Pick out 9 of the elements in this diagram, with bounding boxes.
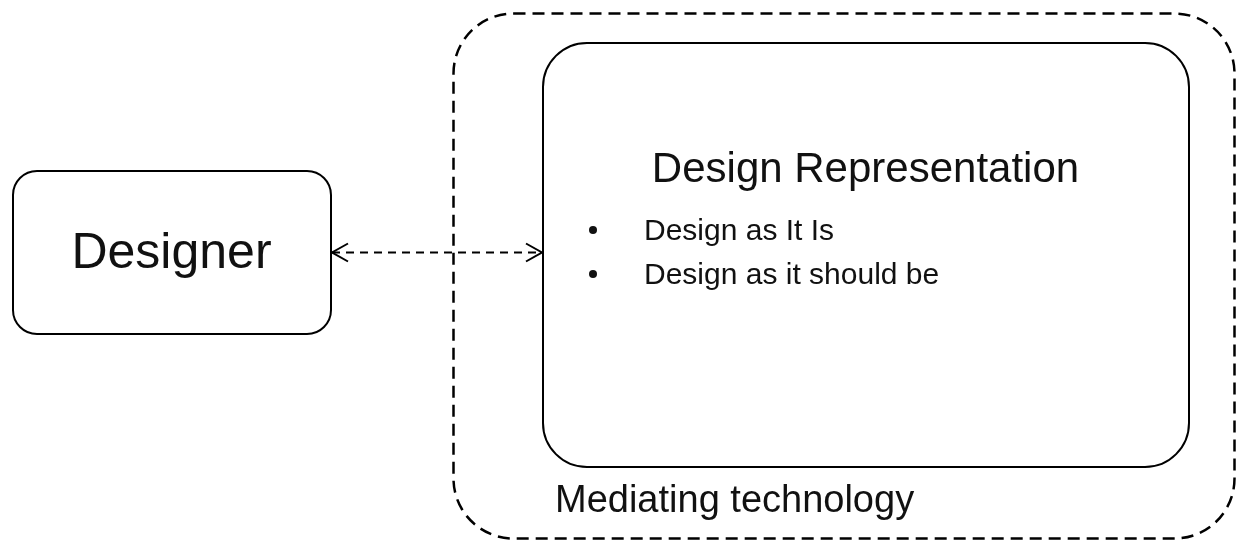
list-item: Design as It Is — [589, 208, 940, 252]
double-arrow — [331, 242, 543, 263]
group-label: Mediating technology — [555, 478, 915, 521]
group-container — [452, 12, 1236, 540]
list-item: Design as it should be — [589, 252, 940, 296]
rounded-box — [542, 42, 1190, 468]
box-title: Design Representation — [650, 144, 1081, 192]
box-label: Designer — [70, 221, 273, 280]
rounded-box — [12, 170, 332, 335]
